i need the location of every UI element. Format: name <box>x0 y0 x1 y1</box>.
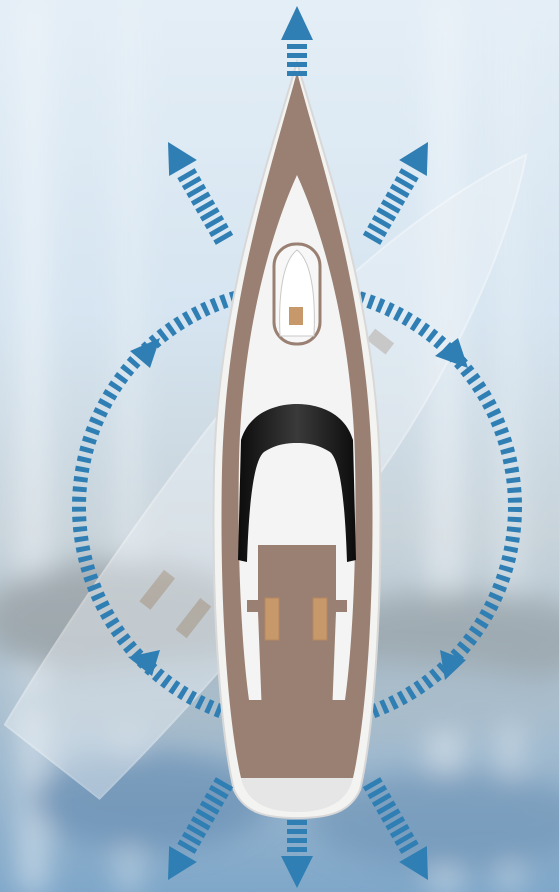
yacht-top-view <box>214 62 381 818</box>
thrust-arrow-down-right-icon <box>358 774 442 888</box>
cockpit-seat-right <box>313 598 327 640</box>
thrust-arrow-up-icon <box>281 6 313 76</box>
thrust-arrow-down-left-icon <box>154 774 238 888</box>
cockpit-seat-left <box>265 598 279 640</box>
cockpit <box>247 545 347 740</box>
thrust-arrow-up-left-icon <box>154 134 238 248</box>
thrust-arrow-down-icon <box>281 820 313 888</box>
rotate-arrow-lower-right-icon <box>440 650 466 680</box>
hatch-icon <box>289 307 303 325</box>
